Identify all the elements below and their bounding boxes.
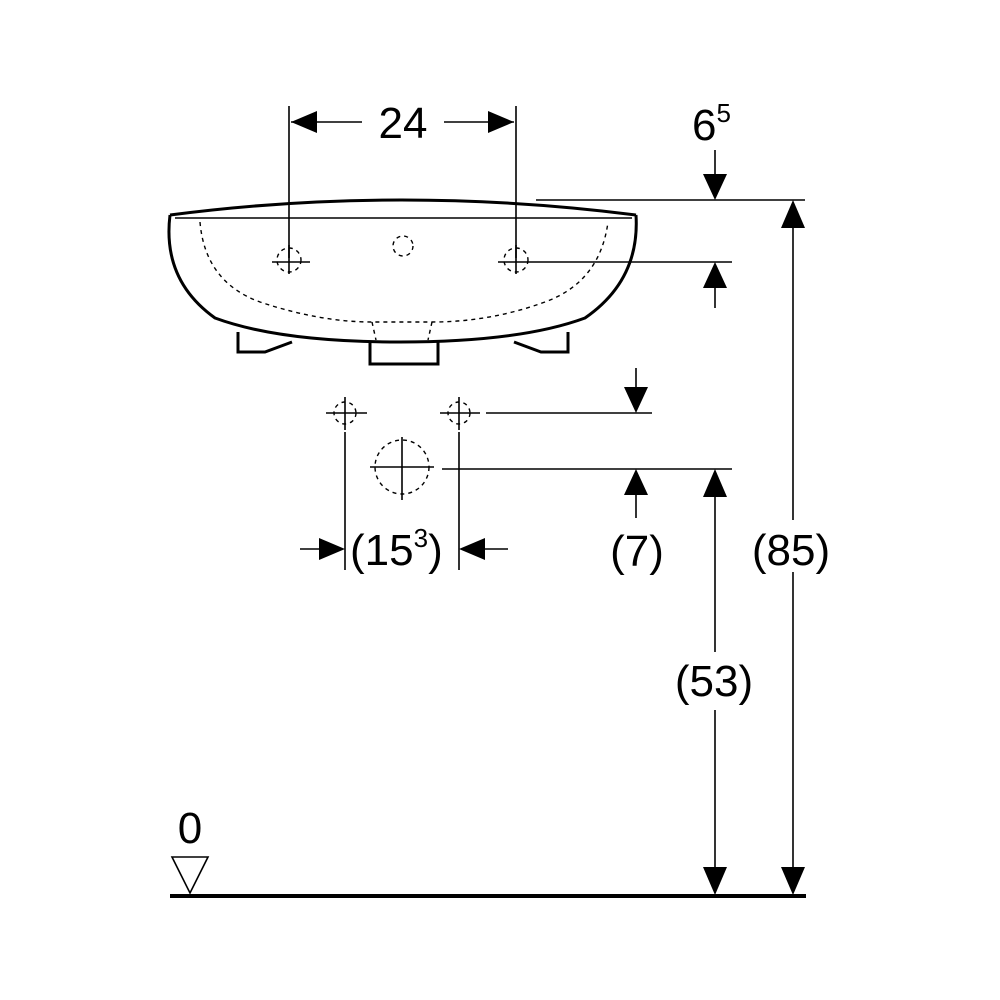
arrow-down-icon	[703, 174, 727, 200]
waste-outlet	[368, 342, 440, 366]
arrow-up-icon	[703, 469, 727, 497]
arrow-left-icon	[488, 111, 514, 133]
waste-connection-icon	[370, 437, 434, 500]
tap-hole-left-icon	[272, 245, 310, 274]
arrow-up-icon	[781, 200, 805, 228]
supply-connections	[326, 397, 732, 570]
washbasin-body-outline	[167, 214, 638, 344]
waste-height-label: (53)	[675, 657, 753, 706]
supply-offset-label: (7)	[610, 527, 664, 576]
dimension-supply-offset: (7)	[610, 368, 664, 576]
arrow-up-icon	[624, 469, 648, 495]
dimension-total-height: (85)	[752, 200, 830, 895]
washbasin-rim	[169, 198, 637, 217]
tap-hole-spacing-label: 24	[379, 99, 428, 148]
arrow-down-icon	[624, 387, 648, 413]
rim-offset-label: 65	[692, 98, 731, 150]
arrow-down-icon	[781, 867, 805, 895]
total-height-label: (85)	[752, 526, 830, 575]
floor-level-label: 0	[178, 804, 202, 853]
supply-left-icon	[326, 397, 367, 430]
washbasin	[167, 198, 638, 366]
floor-level: 0	[170, 804, 806, 898]
dimension-tap-hole-spacing: 24	[288, 99, 517, 258]
supply-spacing-label: (153)	[350, 523, 443, 575]
dimension-waste-height: (53)	[675, 469, 753, 895]
arrow-left-icon	[459, 538, 485, 560]
arrow-right-icon	[319, 538, 345, 560]
washbasin-bowl-hidden-line	[199, 221, 609, 323]
tap-hole-right-icon	[498, 245, 540, 274]
arrow-down-icon	[703, 867, 727, 895]
dimension-supply-spacing: (153)	[300, 523, 508, 575]
arrow-up-icon	[703, 262, 727, 288]
mounting-bracket-left	[236, 332, 293, 354]
mounting-bracket-right	[513, 332, 570, 354]
overflow-hole-icon	[392, 235, 414, 257]
arrow-right-icon	[291, 111, 317, 133]
dimension-rim-offset: 65	[536, 98, 805, 308]
overflow-hidden-line	[371, 321, 433, 341]
supply-right-icon	[440, 397, 480, 430]
level-triangle-icon	[170, 856, 210, 895]
